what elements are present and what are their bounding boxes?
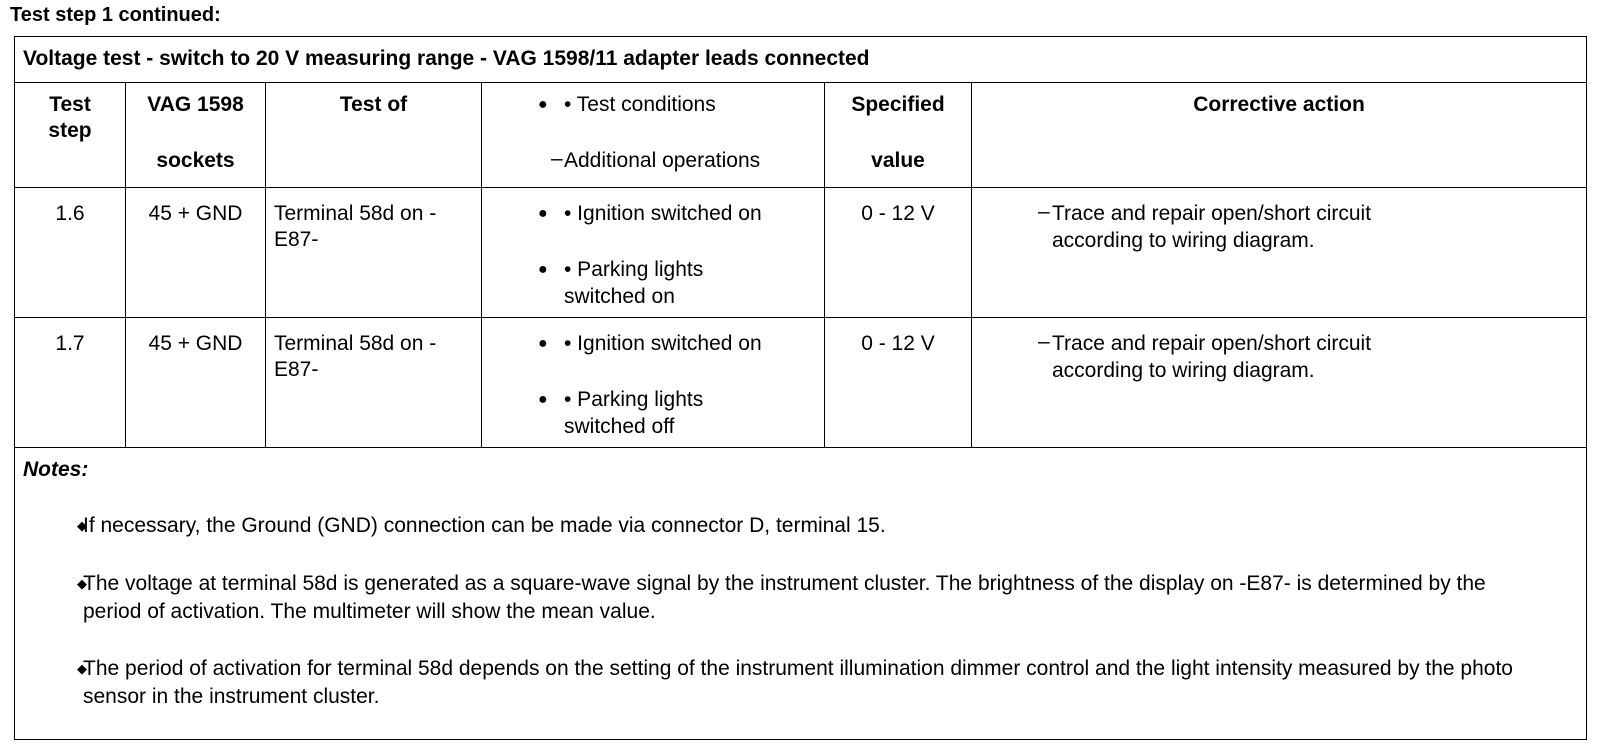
- header-vag-line1: VAG 1598: [147, 93, 244, 116]
- header-test-step-line2: step: [48, 119, 92, 142]
- row-condition-2-line2: switched on: [564, 285, 675, 308]
- header-test-of-text: Test of: [339, 93, 408, 116]
- dash-icon: –: [1038, 330, 1050, 353]
- row-step: 1.7: [15, 318, 126, 447]
- row-sockets: 45 + GND: [126, 318, 266, 447]
- row-conditions: ● • Ignition switched on ● • Parking lig…: [482, 188, 825, 317]
- diamond-bullet-icon: ◆: [77, 518, 87, 533]
- diamond-bullet-icon: ◆: [77, 576, 87, 591]
- row-value-text: 0 - 12 V: [861, 332, 935, 355]
- row-corrective-action: – Trace and repair open/short circuit ac…: [972, 318, 1586, 447]
- bullet-icon: ●: [538, 96, 548, 113]
- row-test-of-line1: Terminal 58d on -: [274, 202, 437, 225]
- dash-icon: –: [1038, 200, 1050, 223]
- row-sockets: 45 + GND: [126, 188, 266, 317]
- header-test-of: Test of: [266, 83, 482, 187]
- header-specified-line1: Specified: [851, 93, 945, 116]
- header-conditions-line1: • Test conditions: [564, 93, 716, 116]
- row-conditions: ● • Ignition switched on ● • Parking lig…: [482, 318, 825, 447]
- row-condition-2-line1: • Parking lights: [564, 388, 704, 411]
- row-sockets-text: 45 + GND: [148, 202, 243, 225]
- header-conditions: ● • Test conditions – Additional operati…: [482, 83, 825, 187]
- bullet-icon: ●: [538, 335, 548, 352]
- row-test-of: Terminal 58d on - E87-: [266, 188, 482, 317]
- row-step-text: 1.6: [55, 202, 85, 225]
- row-action-line1: Trace and repair open/short circuit: [1052, 202, 1372, 225]
- diamond-bullet-icon: ◆: [77, 661, 87, 676]
- row-specified-value: 0 - 12 V: [825, 188, 972, 317]
- header-test-step-line1: Test: [49, 93, 91, 116]
- header-conditions-line2: Additional operations: [564, 149, 761, 172]
- note-item: ◆ The period of activation for terminal …: [77, 655, 1546, 711]
- bullet-icon: ●: [538, 205, 548, 222]
- row-action-line1: Trace and repair open/short circuit: [1052, 332, 1372, 355]
- row-test-of-line1: Terminal 58d on -: [274, 332, 437, 355]
- row-test-of-line2: E87-: [274, 228, 319, 251]
- table-title: Voltage test - switch to 20 V measuring …: [15, 37, 1586, 83]
- header-row: Test step VAG 1598 sockets Test of ● • T…: [15, 83, 1586, 188]
- header-vag-sockets: VAG 1598 sockets: [126, 83, 266, 187]
- row-condition-1: • Ignition switched on: [564, 202, 762, 225]
- row-condition-1: • Ignition switched on: [564, 332, 762, 355]
- note-text: The voltage at terminal 58d is generated…: [83, 572, 1486, 623]
- row-step-text: 1.7: [55, 332, 85, 355]
- row-specified-value: 0 - 12 V: [825, 318, 972, 447]
- test-table: Voltage test - switch to 20 V measuring …: [14, 36, 1587, 740]
- notes-section: Notes: ◆ If necessary, the Ground (GND) …: [15, 448, 1586, 735]
- table-row: 1.7 45 + GND Terminal 58d on - E87- ● • …: [15, 318, 1586, 448]
- row-test-of: Terminal 58d on - E87-: [266, 318, 482, 447]
- header-specified-value: Specified value: [825, 83, 972, 187]
- row-step: 1.6: [15, 188, 126, 317]
- row-corrective-action: – Trace and repair open/short circuit ac…: [972, 188, 1586, 317]
- header-corrective-action: Corrective action: [972, 83, 1586, 187]
- page-heading: Test step 1 continued:: [10, 4, 221, 26]
- bullet-icon: ●: [538, 391, 548, 408]
- row-condition-2-line2: switched off: [564, 415, 675, 438]
- row-test-of-line2: E87-: [274, 358, 319, 381]
- header-test-step: Test step: [15, 83, 126, 187]
- dash-icon: –: [551, 147, 563, 170]
- note-text: If necessary, the Ground (GND) connectio…: [83, 514, 886, 537]
- bullet-icon: ●: [538, 261, 548, 278]
- header-corrective-text: Corrective action: [1193, 93, 1365, 116]
- table-row: 1.6 45 + GND Terminal 58d on - E87- ● • …: [15, 188, 1586, 318]
- row-sockets-text: 45 + GND: [148, 332, 243, 355]
- header-vag-line2: sockets: [156, 149, 235, 172]
- row-action-line2: according to wiring diagram.: [1052, 359, 1315, 382]
- row-value-text: 0 - 12 V: [861, 202, 935, 225]
- note-text: The period of activation for terminal 58…: [83, 657, 1513, 708]
- notes-label: Notes:: [23, 458, 89, 481]
- note-item: ◆ If necessary, the Ground (GND) connect…: [77, 512, 1546, 540]
- row-action-line2: according to wiring diagram.: [1052, 229, 1315, 252]
- header-specified-line2: value: [871, 149, 925, 172]
- row-condition-2-line1: • Parking lights: [564, 258, 704, 281]
- note-item: ◆ The voltage at terminal 58d is generat…: [77, 570, 1546, 626]
